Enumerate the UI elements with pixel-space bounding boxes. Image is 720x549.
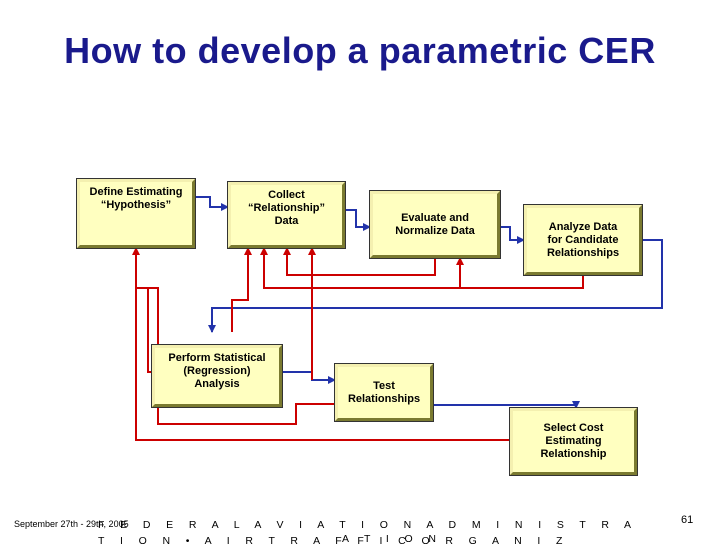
step-collect-data: Collect “Relationship” Data [227, 181, 346, 249]
arrow-analyze-to-perform [208, 239, 663, 333]
feedback-perform-to-collect [231, 247, 252, 332]
step-evaluate-normalize: Evaluate and Normalize Data [369, 190, 501, 259]
step-analyze-data: Analyze Data for Candidate Relationships [523, 204, 643, 276]
step-evaluate-label: Evaluate and Normalize Data [395, 211, 475, 237]
step-test-relationships: Test Relationships [334, 363, 434, 422]
feedback-select-to-define [132, 247, 510, 441]
step-analyze-label: Analyze Data for Candidate Relationships [546, 220, 620, 259]
step-perform-label: Perform Statistical (Regression) Analysi… [168, 352, 266, 390]
step-define-label: Define Estimating “Hypothesis” [89, 186, 183, 211]
arrow-evaluate-to-analyze [500, 226, 525, 244]
page-number: 61 [681, 514, 694, 526]
step-define-hypothesis: Define Estimating “Hypothesis” [76, 178, 196, 249]
step-collect-label: Collect “Relationship” Data [247, 189, 325, 227]
arrow-define-to-collect [195, 196, 229, 211]
arrow-perform-to-test [282, 371, 336, 384]
arrow-test-to-select [433, 401, 580, 409]
slide-title: How to develop a parametric CER [64, 30, 656, 71]
step-perform-statistical-analysis: Perform Statistical (Regression) Analysi… [151, 344, 283, 408]
step-test-label: Test Relationships [347, 379, 421, 405]
feedback-test-to-define [136, 287, 335, 425]
arrow-collect-to-evaluate [345, 209, 371, 231]
footer-date: September 27th - 29th, 2005 [14, 519, 129, 529]
step-select-label: Select Cost Estimating Relationship [540, 422, 607, 460]
feedback-evaluate-to-collect [283, 247, 436, 276]
footer-organization-continued: A T I O N [342, 533, 443, 545]
feedback-analyze-to-collect [260, 247, 584, 289]
feedback-perform-to-define [147, 288, 152, 373]
step-select-cer: Select Cost Estimating Relationship [509, 407, 638, 476]
